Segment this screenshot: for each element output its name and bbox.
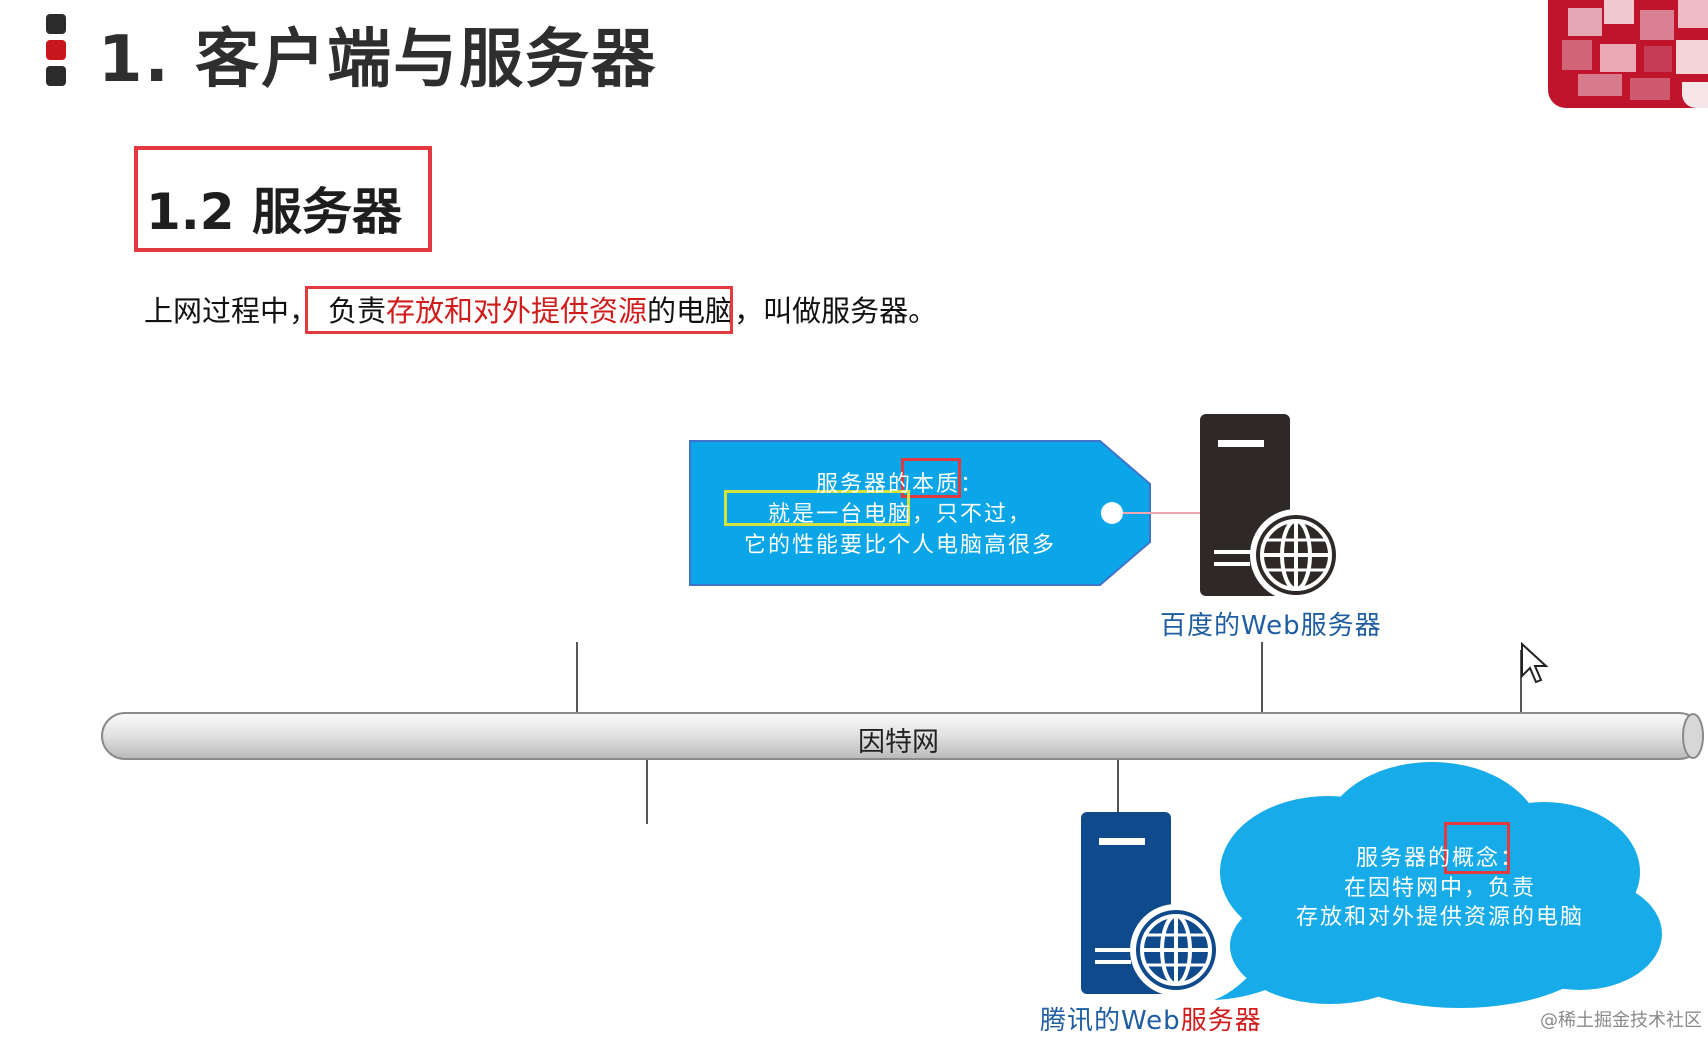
section-title: 1.2 服务器 — [146, 183, 402, 241]
tag-highlight-essence — [901, 458, 961, 498]
cloud-line-3: 存放和对外提供资源的电脑 — [1295, 905, 1584, 930]
definition-suffix: ，叫做服务器。 — [734, 294, 938, 328]
tag-line-1-suffix: ： — [960, 472, 985, 497]
watermark: @稀土掘金技术社区 — [1540, 1010, 1702, 1031]
cloud-line-2: 在因特网中，负责 — [1343, 876, 1536, 901]
pipe-end — [1682, 713, 1704, 759]
cloud-line-1: 服务器的概念： — [1240, 840, 1640, 872]
tag-hole — [1101, 502, 1123, 524]
definition-boxed-red: 存放和对外提供资源 — [386, 294, 648, 328]
cloud-line-1-suffix: ： — [1500, 846, 1525, 871]
cloud-highlight-concept — [1444, 822, 1510, 874]
definition-prefix: 上网过程中， — [144, 294, 319, 328]
definition-boxed-2: 的电脑 — [647, 294, 735, 328]
tag-line-2-suffix: ，只不过， — [912, 502, 1033, 527]
cloud-shape — [1214, 762, 1662, 1008]
definition-text: 上网过程中， 负责存放和对外提供资源的电脑，叫做服务器。 — [144, 291, 937, 331]
baidu-globe-icon — [1250, 509, 1342, 601]
title-marker-icon — [46, 14, 68, 86]
tag-line-2: 就是一台电脑，只不过， — [700, 496, 1100, 528]
cloud-line-1-highlight: 概念 — [1451, 846, 1500, 871]
tencent-server-label-red: 服务器 — [1180, 1006, 1262, 1036]
tag-shape — [689, 440, 1151, 586]
blurred-logo — [1548, 0, 1708, 108]
internet-label: 因特网 — [858, 727, 939, 758]
baidu-server-label: 百度的Web服务器 — [1160, 611, 1382, 641]
tencent-server-label-prefix: 腾讯的Web — [1040, 1006, 1181, 1036]
tag-line-3: 它的性能要比个人电脑高很多 — [743, 533, 1056, 558]
tencent-server-label: 腾讯的Web服务器 — [1040, 1000, 1262, 1037]
definition-highlight-box — [305, 286, 733, 334]
tag-line-1-prefix: 服务器的 — [815, 472, 912, 497]
page-title: 1. 客户端与服务器 — [98, 23, 658, 97]
section-highlight-box — [134, 146, 432, 252]
tag-line-2-highlight: 就是一台电脑 — [767, 502, 912, 527]
definition-boxed-1: 负责 — [328, 294, 387, 328]
tag-highlight-computer — [724, 490, 910, 526]
cloud-line-1-prefix: 服务器的 — [1355, 846, 1452, 871]
cursor-arrow-icon — [1521, 641, 1549, 684]
tag-line-1-highlight: 本质 — [911, 472, 960, 497]
tencent-globe-icon — [1130, 904, 1222, 996]
tag-line-1: 服务器的本质： — [700, 466, 1100, 498]
